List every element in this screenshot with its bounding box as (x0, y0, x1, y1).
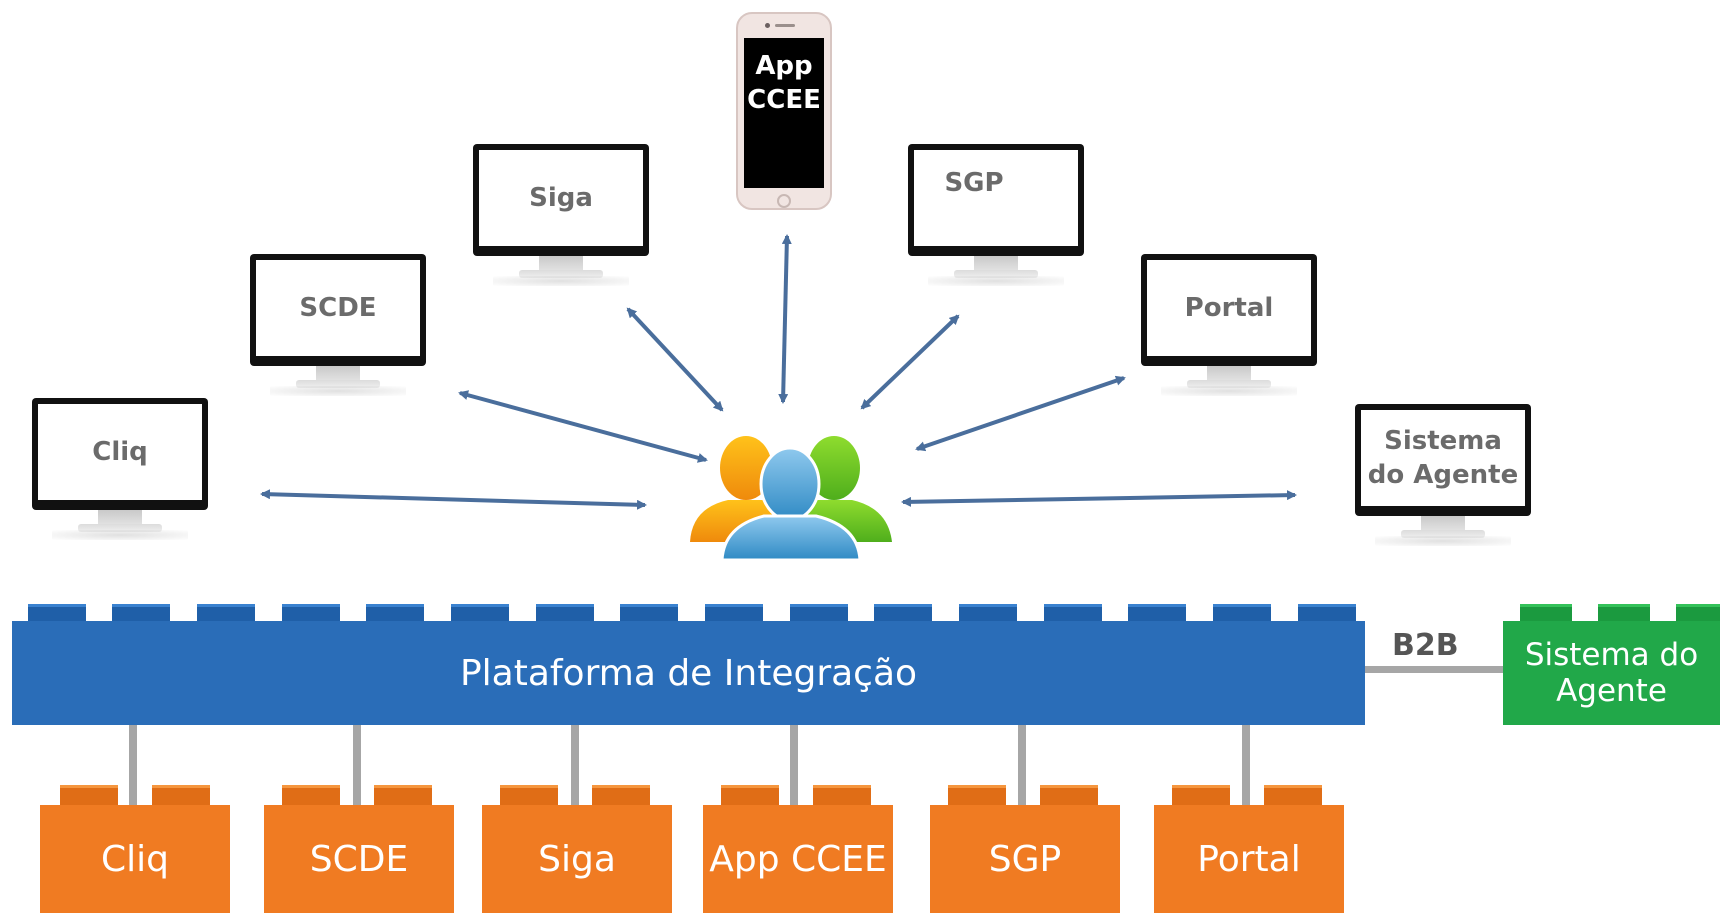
block-app-ccee-label: App CCEE (709, 838, 887, 880)
block-stud (152, 785, 210, 807)
block-stud (374, 785, 432, 807)
agent-stud (1676, 604, 1720, 622)
monitor-sistema-line1: Sistema (1384, 426, 1502, 456)
platform-stud (1128, 604, 1186, 622)
block-stud (500, 785, 558, 807)
connector-scde (353, 725, 361, 807)
agent-system-block: Sistema do Agente (1503, 621, 1720, 725)
connector-sgp (1018, 725, 1026, 807)
block-sgp: SGP (930, 805, 1120, 913)
block-stud (1264, 785, 1322, 807)
platform-stud (112, 604, 170, 622)
agent-system-label: Sistema do Agente (1525, 637, 1698, 709)
monitor-sgp: SGP (908, 144, 1084, 286)
connector-cliq (129, 725, 137, 807)
block-cliq-label: Cliq (101, 838, 169, 880)
b2b-connector (1365, 666, 1505, 673)
platform-stud (366, 604, 424, 622)
monitor-siga: Siga (473, 144, 649, 286)
block-siga-label: Siga (538, 838, 616, 880)
platform-stud (451, 604, 509, 622)
phone-label: App CCEE (747, 49, 821, 117)
agent-system-line2: Agente (1556, 673, 1667, 709)
block-siga: Siga (482, 805, 672, 913)
monitor-scde: SCDE (250, 254, 426, 396)
monitor-sistema-line2: do Agente (1367, 460, 1519, 490)
arrow-sgp (860, 314, 960, 410)
phone-speaker (775, 24, 795, 27)
monitor-cliq-label: Cliq (92, 437, 148, 467)
block-stud (282, 785, 340, 807)
connector-siga (571, 725, 579, 807)
phone-screen: App CCEE (744, 38, 824, 188)
block-scde-label: SCDE (309, 838, 409, 880)
users-group-icon (690, 436, 892, 560)
monitor-sistema-label: Sistema do Agente (1368, 424, 1518, 492)
monitor-cliq: Cliq (32, 398, 208, 540)
platform-stud (282, 604, 340, 622)
platform-stud (705, 604, 763, 622)
block-portal-label: Portal (1197, 838, 1301, 880)
block-stud (592, 785, 650, 807)
monitor-siga-label: Siga (529, 183, 593, 213)
phone-home-button (777, 194, 791, 208)
arrow-cliq (260, 489, 647, 510)
platform-stud (790, 604, 848, 622)
platform-stud (28, 604, 86, 622)
platform-stud (874, 604, 932, 622)
b2b-label: B2B (1392, 628, 1459, 663)
arrow-portal (915, 375, 1126, 452)
platform-stud (959, 604, 1017, 622)
phone-label-line1: App (755, 51, 813, 81)
block-stud (1040, 785, 1098, 807)
platform-stud (197, 604, 255, 622)
platform-stud (1044, 604, 1102, 622)
integration-platform-bar: Plataforma de Integração (12, 621, 1365, 725)
platform-stud (620, 604, 678, 622)
arrow-app (778, 234, 792, 404)
agent-stud (1520, 604, 1572, 622)
block-sgp-label: SGP (988, 838, 1062, 880)
monitor-sgp-label: SGP (944, 168, 1004, 198)
block-stud (60, 785, 118, 807)
block-cliq: Cliq (40, 805, 230, 913)
monitor-portal-label: Portal (1184, 293, 1274, 323)
arrow-siga (626, 307, 724, 412)
block-stud (1172, 785, 1230, 807)
connector-portal (1242, 725, 1250, 807)
monitor-scde-label: SCDE (299, 293, 377, 323)
arrow-scde (458, 390, 708, 463)
block-scde: SCDE (264, 805, 454, 913)
block-portal: Portal (1154, 805, 1344, 913)
arrow-sistema (901, 490, 1297, 507)
block-app-ccee: App CCEE (703, 805, 893, 913)
platform-stud (1298, 604, 1356, 622)
block-stud (948, 785, 1006, 807)
agent-stud (1598, 604, 1650, 622)
connector-app-ccee (790, 725, 798, 807)
block-stud (813, 785, 871, 807)
phone-app-ccee: App CCEE (736, 12, 832, 210)
integration-platform-label: Plataforma de Integração (459, 652, 918, 694)
platform-stud (1213, 604, 1271, 622)
phone-label-line2: CCEE (747, 85, 821, 115)
monitor-sistema: Sistema do Agente (1355, 404, 1531, 546)
monitor-portal: Portal (1141, 254, 1317, 396)
platform-stud (536, 604, 594, 622)
agent-system-line1: Sistema do (1524, 637, 1699, 673)
block-stud (721, 785, 779, 807)
phone-camera (765, 23, 770, 28)
